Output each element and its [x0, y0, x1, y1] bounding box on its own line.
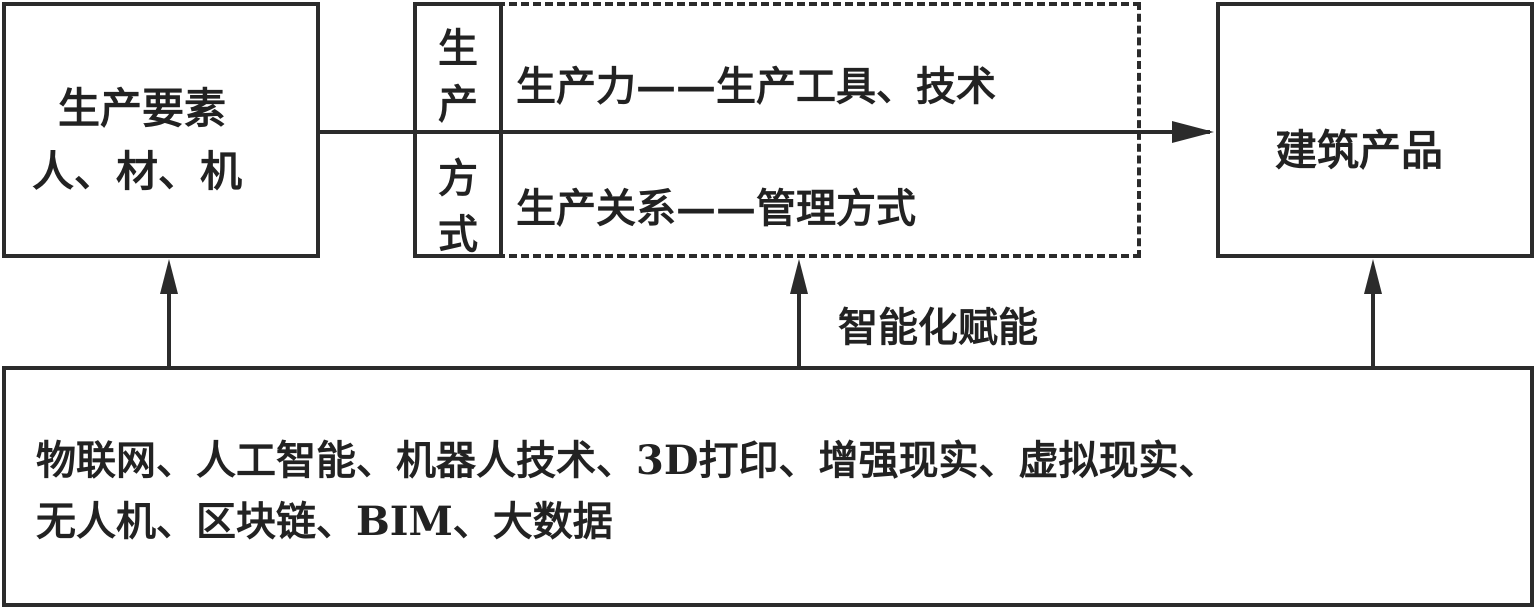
building-product-box — [1216, 2, 1534, 258]
production-mode-char-4: 式 — [438, 211, 478, 258]
empowerment-label: 智能化赋能 — [838, 304, 1038, 351]
production-mode-char-2: 产 — [438, 81, 478, 128]
technology-list-line-2: 无人机、区块链、BIM、大数据 — [36, 498, 613, 545]
technology-box — [2, 366, 1534, 607]
production-elements-items: 人、材、机 — [32, 147, 243, 196]
up-arrow-mode-head — [790, 259, 808, 294]
building-product-label: 建筑产品 — [1275, 126, 1444, 175]
productivity-label: 生产力——生产工具、技术 — [516, 63, 996, 110]
production-elements-box — [2, 2, 320, 258]
up-arrow-product-head — [1364, 259, 1382, 294]
production-mode-char-1: 生 — [438, 25, 478, 72]
technology-list-line-1: 物联网、人工智能、机器人技术、3D打印、增强现实、虚拟现实、 — [36, 437, 1219, 484]
relations-label: 生产关系——管理方式 — [516, 185, 916, 232]
production-elements-title: 生产要素 — [58, 84, 227, 133]
production-mode-char-3: 方 — [438, 155, 478, 202]
up-arrow-elements-head — [160, 259, 178, 294]
flow-arrow-head — [1172, 121, 1214, 143]
